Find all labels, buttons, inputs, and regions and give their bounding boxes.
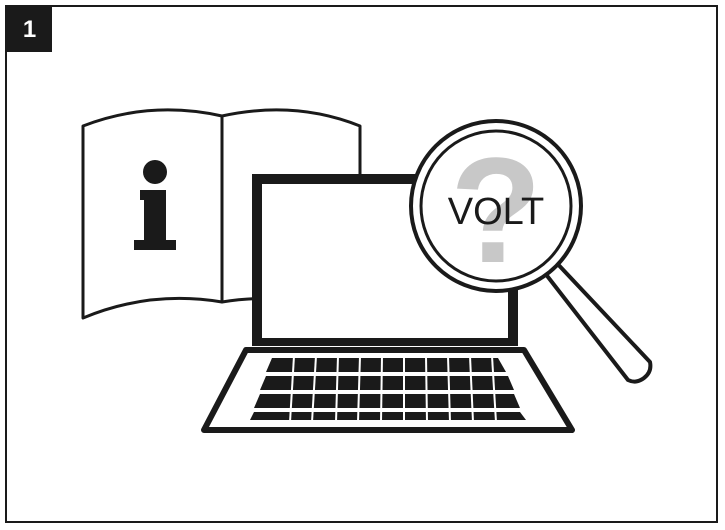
magnifier-label: VOLT: [448, 191, 544, 233]
keyboard: [250, 358, 526, 420]
magnifier-icon: ? VOLT: [409, 119, 653, 384]
step-number-badge: 1: [7, 7, 52, 52]
question-mark-icon: ?: [450, 126, 542, 294]
laptop-icon: [201, 174, 575, 433]
info-icon: [134, 160, 176, 250]
